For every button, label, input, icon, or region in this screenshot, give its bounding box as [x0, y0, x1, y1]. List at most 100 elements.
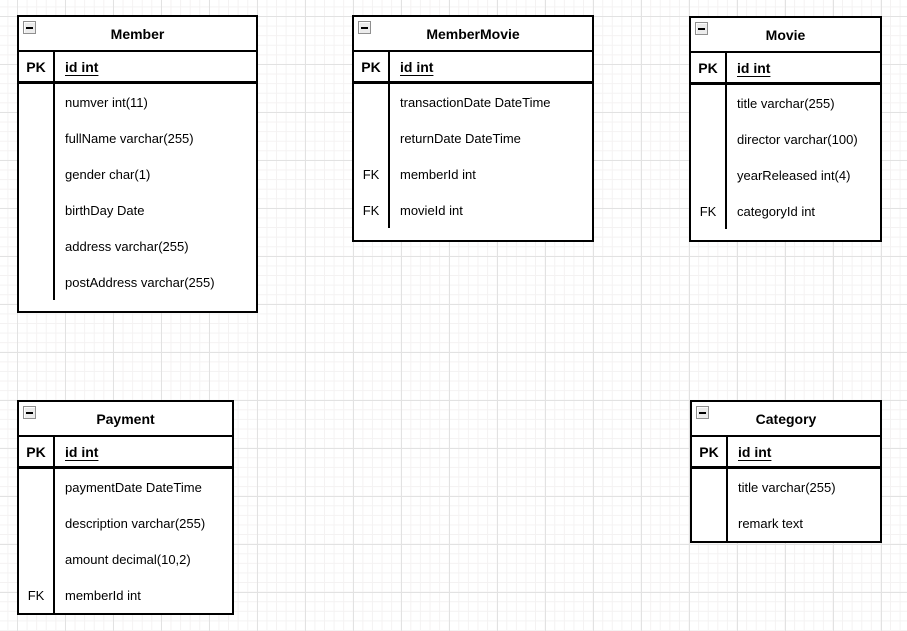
field-label: memberId int: [400, 166, 476, 182]
table-title-bar[interactable]: MemberMovie: [354, 17, 592, 52]
field-cell: yearReleased int(4): [727, 157, 880, 193]
field-cell: gender char(1): [55, 156, 256, 192]
key-cell: [19, 505, 55, 541]
table-row[interactable]: numver int(11): [19, 84, 256, 120]
table-title: Movie: [765, 26, 806, 43]
primary-key-row[interactable]: PK id int: [19, 437, 232, 469]
field-label: id int: [738, 443, 772, 460]
field-label: categoryId int: [737, 203, 816, 219]
table-row[interactable]: description varchar(255): [19, 505, 232, 541]
key-label: FK: [362, 166, 380, 182]
field-label: returnDate DateTime: [400, 130, 521, 146]
table-row[interactable]: returnDate DateTime: [354, 120, 592, 156]
table-title: MemberMovie: [426, 25, 520, 42]
table-row[interactable]: title varchar(255): [692, 469, 880, 505]
table-title-bar[interactable]: Member: [19, 17, 256, 52]
table-row[interactable]: FK memberId int: [354, 156, 592, 192]
table-row[interactable]: birthDay Date: [19, 192, 256, 228]
key-cell: [19, 541, 55, 577]
table-row[interactable]: address varchar(255): [19, 228, 256, 264]
table-row[interactable]: yearReleased int(4): [691, 157, 880, 193]
field-label: id int: [65, 443, 99, 460]
table-title: Category: [755, 410, 817, 427]
key-cell: [19, 192, 55, 228]
table-title-bar[interactable]: Category: [692, 402, 880, 437]
key-cell: PK: [691, 53, 727, 82]
table-title-bar[interactable]: Movie: [691, 18, 880, 53]
key-cell: FK: [691, 193, 727, 229]
field-label: movieId int: [400, 202, 463, 218]
key-label: PK: [26, 443, 46, 460]
field-label: id int: [65, 58, 99, 75]
field-cell: memberId int: [55, 577, 232, 613]
key-cell: [692, 469, 728, 505]
field-cell: id int: [55, 437, 232, 466]
table-row[interactable]: fullName varchar(255): [19, 120, 256, 156]
field-cell: id int: [728, 437, 880, 466]
table-title-bar[interactable]: Payment: [19, 402, 232, 437]
key-cell: [19, 120, 55, 156]
key-cell: FK: [354, 156, 390, 192]
collapse-minus-icon[interactable]: [23, 406, 36, 419]
collapse-minus-icon[interactable]: [23, 21, 36, 34]
field-label: postAddress varchar(255): [65, 274, 215, 290]
field-label: yearReleased int(4): [737, 167, 851, 183]
field-cell: numver int(11): [55, 84, 256, 120]
collapse-minus-icon[interactable]: [696, 406, 709, 419]
primary-key-row[interactable]: PK id int: [19, 52, 256, 84]
table-row[interactable]: amount decimal(10,2): [19, 541, 232, 577]
key-cell: [692, 505, 728, 541]
table-row[interactable]: remark text: [692, 505, 880, 541]
field-label: gender char(1): [65, 166, 151, 182]
field-label: amount decimal(10,2): [65, 551, 191, 567]
table-row[interactable]: transactionDate DateTime: [354, 84, 592, 120]
field-label: id int: [400, 58, 434, 75]
table-title: Member: [110, 25, 165, 42]
key-cell: [691, 85, 727, 121]
key-cell: [19, 264, 55, 300]
field-cell: amount decimal(10,2): [55, 541, 232, 577]
table-row[interactable]: gender char(1): [19, 156, 256, 192]
table-row[interactable]: FK categoryId int: [691, 193, 880, 229]
field-cell: paymentDate DateTime: [55, 469, 232, 505]
key-cell: PK: [19, 437, 55, 466]
key-label: PK: [26, 58, 46, 75]
field-label: address varchar(255): [65, 238, 189, 254]
key-label: FK: [362, 202, 380, 218]
table-row[interactable]: paymentDate DateTime: [19, 469, 232, 505]
collapse-minus-icon[interactable]: [358, 21, 371, 34]
primary-key-row[interactable]: PK id int: [354, 52, 592, 84]
table-row[interactable]: postAddress varchar(255): [19, 264, 256, 300]
field-cell: director varchar(100): [727, 121, 880, 157]
key-cell: PK: [354, 52, 390, 81]
field-cell: title varchar(255): [728, 469, 880, 505]
field-cell: memberId int: [390, 156, 592, 192]
field-cell: postAddress varchar(255): [55, 264, 256, 300]
key-cell: [691, 121, 727, 157]
field-cell: categoryId int: [727, 193, 880, 229]
table-row[interactable]: title varchar(255): [691, 85, 880, 121]
field-label: transactionDate DateTime: [400, 94, 551, 110]
field-cell: movieId int: [390, 192, 592, 228]
key-cell: [19, 84, 55, 120]
key-cell: [19, 228, 55, 264]
primary-key-row[interactable]: PK id int: [692, 437, 880, 469]
field-label: birthDay Date: [65, 202, 145, 218]
table-row[interactable]: director varchar(100): [691, 121, 880, 157]
key-cell: PK: [692, 437, 728, 466]
key-cell: [691, 157, 727, 193]
field-cell: id int: [55, 52, 256, 81]
field-cell: fullName varchar(255): [55, 120, 256, 156]
field-label: numver int(11): [65, 94, 148, 110]
table-row[interactable]: FK movieId int: [354, 192, 592, 228]
collapse-minus-icon[interactable]: [695, 22, 708, 35]
field-label: title varchar(255): [737, 95, 835, 111]
